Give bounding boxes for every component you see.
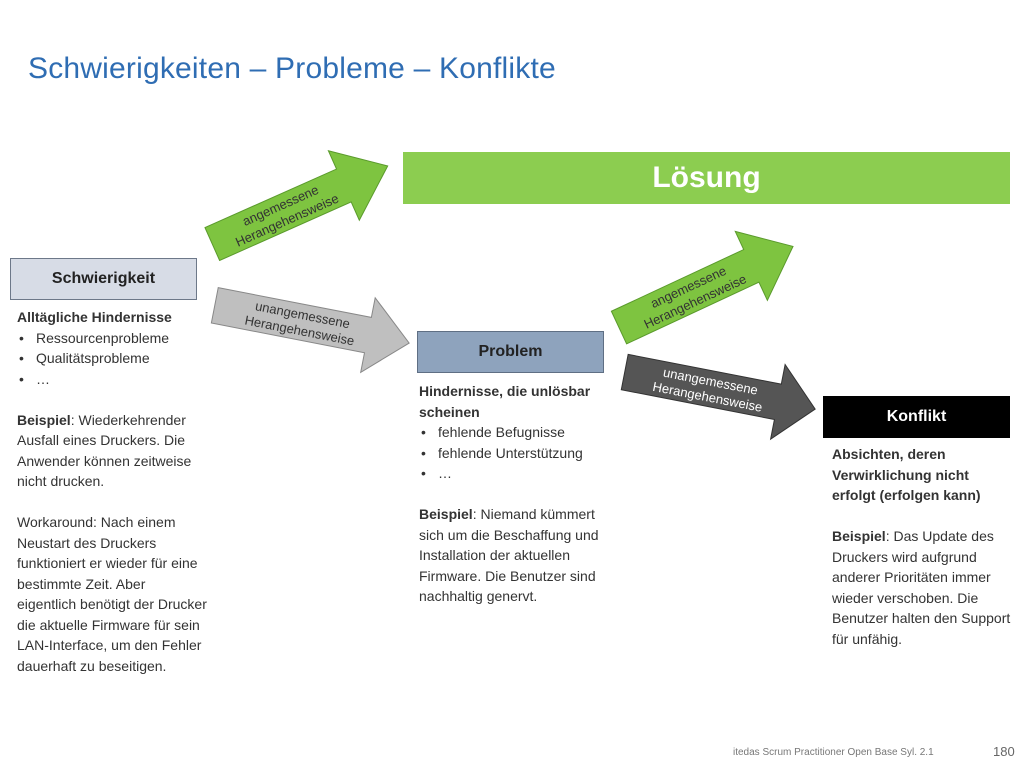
footer-text: itedas Scrum Practitioner Open Base Syl.…: [733, 747, 934, 758]
schwierigkeit-box: Schwierigkeit: [10, 258, 197, 300]
list-item: Qualitätsprobleme: [17, 348, 207, 369]
problem-bullets: fehlende Befugnisse fehlende Unterstützu…: [419, 422, 609, 484]
beispiel-text: : Niemand kümmert sich um die Beschaffun…: [419, 506, 599, 604]
beispiel-label: Beispiel: [419, 506, 473, 522]
arrow-unangemessen-1: unangemessene Herangehensweise: [210, 287, 410, 374]
list-item: …: [419, 463, 609, 484]
konflikt-heading: Absichten, deren Verwirklichung nicht er…: [832, 446, 981, 503]
list-item: …: [17, 369, 207, 390]
list-item: Ressourcenprobleme: [17, 328, 207, 349]
list-item: fehlende Befugnisse: [419, 422, 609, 443]
arrow-unangemessen-2: unangemessene Herangehensweise: [620, 353, 816, 441]
beispiel-text: : Wiederkehrender Ausfall eines Druckers…: [17, 411, 192, 490]
page-number: 180: [993, 744, 1015, 759]
konflikt-box: Konflikt: [823, 396, 1010, 438]
beispiel-label: Beispiel: [17, 411, 71, 428]
problem-beispiel: Beispiel: Niemand kümmert sich um die Be…: [419, 504, 609, 607]
schwierigkeit-bullets: Ressourcenprobleme Qualitätsprobleme …: [17, 328, 207, 390]
schwierigkeit-heading: Alltägliche Hindernisse: [17, 309, 172, 325]
schwierigkeit-workaround: Workaround: Nach einem Neustart des Druc…: [17, 514, 207, 674]
konflikt-beispiel: Beispiel: Das Update des Druckers wird a…: [832, 526, 1012, 649]
problem-description: Hindernisse, die unlösbar scheinen fehle…: [419, 381, 609, 607]
beispiel-text: : Das Update des Druckers wird aufgrund …: [832, 528, 1011, 647]
problem-heading: Hindernisse, die unlösbar scheinen: [419, 383, 591, 420]
list-item: fehlende Unterstützung: [419, 443, 609, 464]
arrow-angemessen-1: angemessene Herangehensweise: [204, 150, 389, 262]
slide-title: Schwierigkeiten – Probleme – Konflikte: [28, 52, 556, 85]
konflikt-description: Absichten, deren Verwirklichung nicht er…: [832, 444, 1012, 649]
problem-box: Problem: [417, 331, 604, 373]
arrow-angemessen-2: angemessene Herangehensweise: [610, 230, 794, 345]
schwierigkeit-description: Alltägliche Hindernisse Ressourcenproble…: [17, 307, 207, 676]
loesung-box: Lösung: [403, 152, 1010, 204]
schwierigkeit-beispiel: Beispiel: Wiederkehrender Ausfall eines …: [17, 410, 207, 492]
beispiel-label: Beispiel: [832, 528, 886, 544]
